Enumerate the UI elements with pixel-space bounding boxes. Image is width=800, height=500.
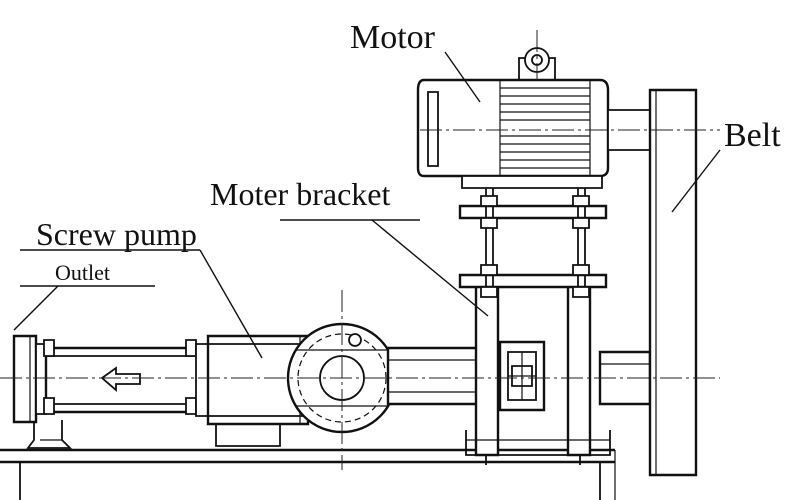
leader-lines [14, 52, 720, 358]
outlet-flange [14, 336, 70, 448]
motor [418, 48, 650, 188]
center-lines [0, 30, 720, 470]
stator-tube [44, 340, 202, 414]
bearing-housing [500, 342, 544, 410]
label-motor: Motor [350, 19, 436, 56]
label-screw-pump: Screw pump [36, 216, 197, 252]
label-outlet: Outlet [55, 260, 110, 285]
base-frame [0, 450, 615, 500]
label-belt: Belt [724, 117, 781, 154]
drive-housing [388, 348, 478, 404]
motor-bracket-frame [460, 170, 610, 465]
label-motor-bracket: Moter bracket [210, 176, 390, 212]
flow-direction-arrow-icon [102, 368, 140, 390]
belt-guard [650, 90, 696, 475]
